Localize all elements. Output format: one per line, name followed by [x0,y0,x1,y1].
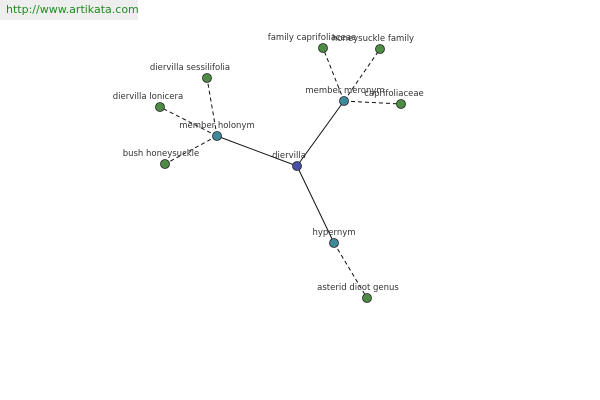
leaf-label-diervilla-sessilifolia: diervilla sessilifolia [150,63,230,73]
leaf-node-bush-honeysuckle[interactable] [160,159,170,169]
edge-diervilla-member-meronym [296,100,345,167]
leaf-label-diervilla-lonicera: diervilla lonicera [113,92,183,102]
leaf-label-honeysuckle-family: honeysuckle family [332,34,414,44]
relation-label-member-holonym: member holonym [179,121,254,131]
leaf-node-diervilla-lonicera[interactable] [155,102,165,112]
edge-member-holonym-diervilla-lonicera [159,106,218,137]
leaf-node-caprifoliaceae[interactable] [396,99,406,109]
leaf-node-family-caprifoliaceae[interactable] [318,43,328,53]
edge-member-holonym-bush-honeysuckle [164,135,218,165]
leaf-label-caprifoliaceae: caprifoliaceae [364,89,424,99]
center-node-diervilla[interactable] [292,161,302,171]
edge-member-meronym-caprifoliaceae [343,100,402,105]
relation-node-hypernym[interactable] [329,238,339,248]
edge-member-meronym-family-caprifoliaceae [322,47,345,102]
leaf-node-honeysuckle-family[interactable] [375,44,385,54]
edge-member-holonym-diervilla-sessilifolia [206,77,218,137]
watermark-link[interactable]: http://www.artikata.com [0,0,139,20]
edge-diervilla-hypernym [296,165,335,244]
leaf-label-asterid-dicot-genus: asterid dicot genus [317,283,399,293]
leaf-label-family-caprifoliaceae: family caprifoliaceae [268,33,357,43]
edge-diervilla-member-holonym [216,135,298,167]
relation-node-member-holonym[interactable] [212,131,222,141]
leaf-node-asterid-dicot-genus[interactable] [362,293,372,303]
center-label-diervilla: diervilla [272,151,306,161]
edge-member-meronym-honeysuckle-family [343,48,381,102]
edge-hypernym-asterid-dicot-genus [333,242,368,299]
leaf-label-bush-honeysuckle: bush honeysuckle [123,149,200,159]
relation-label-hypernym: hypernym [312,228,355,238]
leaf-node-diervilla-sessilifolia[interactable] [202,73,212,83]
relation-node-member-meronym[interactable] [339,96,349,106]
relation-label-member-meronym: member meronym [305,86,384,96]
